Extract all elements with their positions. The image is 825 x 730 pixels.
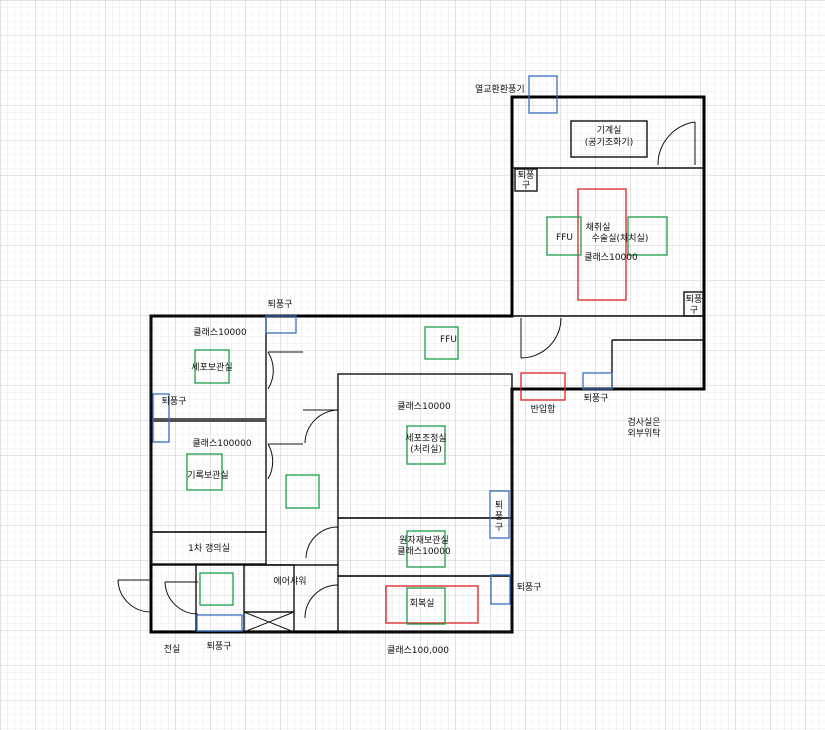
label-class-100000-b: 클래스100,000: [387, 645, 449, 656]
label-exhaust-top: 퇴풍구: [268, 299, 293, 310]
first-gowning-room: [150, 531, 267, 565]
exhaust-right-box: [683, 291, 704, 317]
label-exhaust-mid: 퇴풍구: [584, 393, 609, 404]
pass-box: [520, 372, 566, 401]
ffu-units: [186, 216, 668, 625]
label-recovery-room: 회복실: [410, 598, 435, 609]
label-exhaust-small-1: 퇴풍: [518, 170, 535, 181]
label-record-storage: 기록보관실: [187, 470, 228, 481]
label-anteroom: 전실: [164, 644, 181, 655]
label-exhaust-left: 퇴풍구: [162, 396, 187, 407]
label-class-100000-a: 클래스100000: [192, 438, 251, 449]
label-class-10000-c: 클래스10000: [397, 401, 451, 412]
label-heat-exchanger: 열교환환풍기: [475, 83, 525, 95]
exhaust-small-box: [514, 168, 538, 192]
label-exhaust-small-2: 구: [522, 180, 530, 191]
operating-table: [577, 188, 627, 301]
label-machine-room: 기계실: [597, 124, 622, 136]
label-lab-outsourced-1: 검사실은: [627, 416, 660, 428]
label-material-storage: 원자재보관실: [399, 535, 449, 546]
label-exhaust-right-1: 퇴풍: [686, 294, 703, 305]
label-lab-outsourced-2: 외부위탁: [627, 427, 660, 439]
label-ffu-a: FFU: [556, 233, 573, 243]
room-labels: 열교환환풍기 기계실 (공기조화기) 퇴풍 구 채취실 FFU 수술실(처치실)…: [162, 83, 703, 656]
label-exhaust-vert-2: 풍: [495, 511, 503, 522]
label-cell-processing-sub: (처리실): [410, 443, 442, 455]
exhaust-vents: [152, 75, 613, 632]
label-machine-room-sub: (공기조화기): [585, 137, 633, 148]
label-exhaust-right-2: 구: [690, 305, 698, 316]
label-cell-storage: 세포보관실: [191, 362, 232, 373]
machine-room-box: [570, 120, 648, 158]
label-class-10000-d: 클래스10000: [397, 546, 451, 557]
label-exhaust-lower: 퇴풍구: [517, 582, 542, 593]
cell-storage-room: [150, 315, 267, 420]
label-air-shower: 에어샤워: [273, 576, 306, 587]
recovery-bed: [385, 585, 479, 624]
label-class-10000-a: 클래스10000: [584, 252, 638, 263]
label-exhaust-vert-3: 구: [495, 522, 503, 533]
label-first-gowning: 1차 갱의실: [188, 542, 230, 554]
label-cell-processing: 세포조정실: [405, 433, 446, 444]
label-exhaust-vert-1: 퇴: [495, 500, 503, 511]
label-class-10000-b: 클래스10000: [193, 327, 247, 338]
label-collection-room: 채취실: [586, 222, 611, 233]
air-shower-x2: [243, 611, 295, 633]
label-surgery-room: 수술실(처치실): [592, 232, 649, 244]
label-exhaust-bottom: 퇴풍구: [207, 641, 232, 652]
door-swings: [117, 121, 696, 619]
label-pass-box: 반입함: [531, 403, 556, 415]
label-ffu-b: FFU: [440, 335, 457, 345]
air-shower-room: [243, 564, 295, 633]
